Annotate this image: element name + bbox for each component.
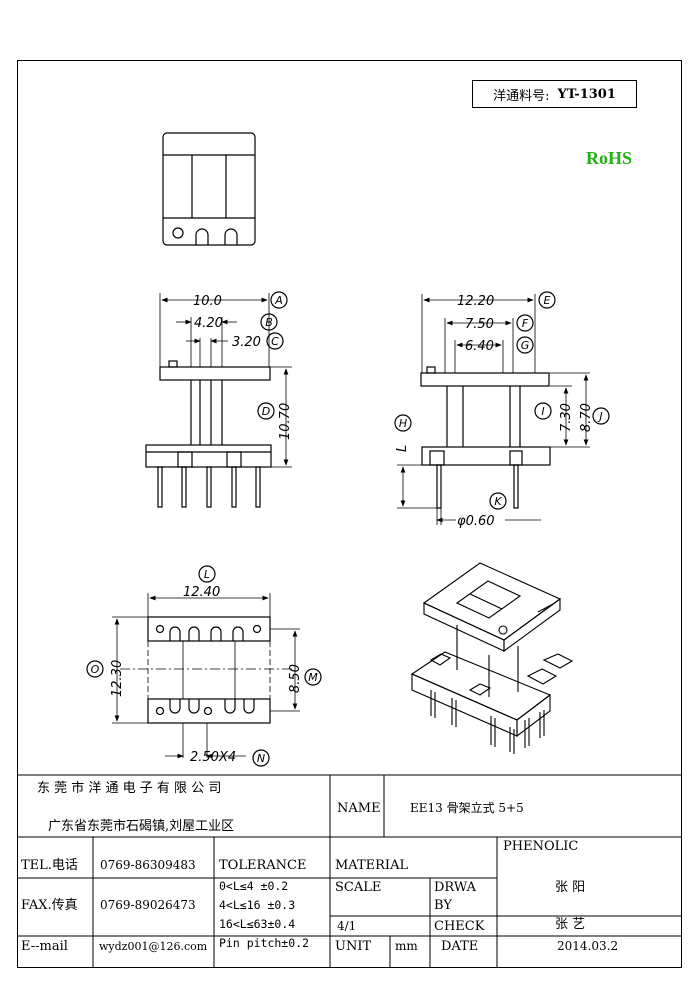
- company-name: 东 莞 市 洋 通 电 子 有 限 公 司: [37, 781, 222, 796]
- part-number-box: 洋通料号: YT-1301: [472, 80, 637, 108]
- side-view: [397, 294, 590, 525]
- callout-d: [257, 402, 275, 420]
- material-label: MATERIAL: [335, 858, 409, 873]
- dim-j: 8.70: [579, 403, 594, 432]
- part-number-label: 洋通料号:: [493, 88, 550, 104]
- callout-j: [592, 407, 610, 425]
- check-label: CHECK: [434, 919, 485, 934]
- callout-a: [270, 291, 288, 309]
- dim-e: 12.20: [457, 294, 494, 309]
- rohs-mark: RoHS: [586, 148, 633, 168]
- dim-o: 12.30: [110, 660, 125, 697]
- unit-label: UNIT: [335, 939, 372, 954]
- tolerance-row-1: 0<L≤4 ±0.2: [219, 879, 289, 893]
- callout-j-letter: J: [597, 410, 602, 423]
- callout-n: [252, 749, 270, 767]
- callout-b: [260, 313, 278, 331]
- date-label: DATE: [441, 939, 479, 954]
- material-value: PHENOLIC: [503, 839, 579, 854]
- callout-i: [534, 402, 552, 420]
- callout-n-letter: N: [257, 752, 265, 765]
- fax-value: 0769-89026473: [100, 898, 196, 912]
- drawing-frame: [17, 60, 682, 968]
- callout-k-letter: K: [494, 495, 502, 508]
- unit-value: mm: [395, 939, 418, 953]
- name-label: NAME: [337, 801, 381, 816]
- email-value: wydz001@126.com: [99, 940, 208, 953]
- top-view: [162, 132, 256, 246]
- callout-g-letter: G: [521, 339, 530, 352]
- dim-i: 7.30: [559, 403, 574, 432]
- callout-e: [538, 291, 556, 309]
- draw-by-label-2: BY: [434, 898, 452, 913]
- bottom-view: [112, 593, 300, 759]
- company-address: 广东省东莞市石碣镇,刘屋工业区: [48, 819, 235, 834]
- callout-d-letter: D: [262, 405, 270, 418]
- name-value: EE13 骨架立式 5+5: [410, 801, 524, 815]
- front-view: [145, 293, 292, 508]
- callout-m: [304, 668, 322, 686]
- tolerance-row-2: 4<L≤16 ±0.3: [219, 898, 296, 912]
- dim-a: 10.0: [193, 294, 222, 309]
- callout-g: [516, 336, 534, 354]
- callout-l-letter: L: [204, 568, 210, 581]
- callout-o: [86, 660, 104, 678]
- dim-k: φ0.60: [457, 514, 495, 529]
- dim-b: 4.20: [194, 316, 223, 331]
- tolerance-label: TOLERANCE: [219, 858, 307, 873]
- fax-label: FAX.传真: [21, 898, 78, 913]
- callout-c: [266, 332, 284, 350]
- callout-a-letter: A: [274, 294, 283, 307]
- date-value: 2014.03.2: [557, 939, 619, 953]
- scale-label: SCALE: [335, 880, 382, 895]
- tel-label: TEL.电话: [21, 858, 78, 873]
- callout-f: [516, 314, 534, 332]
- draw-by-label-1: DRWA: [434, 880, 477, 895]
- callout-c-letter: C: [271, 335, 279, 348]
- dim-d: 10.70: [278, 403, 293, 440]
- tolerance-row-4: Pin pitch±0.2: [219, 936, 310, 950]
- callout-e-letter: E: [544, 294, 551, 307]
- draw-by-value: 张 阳: [555, 880, 586, 895]
- email-label: E--mail: [21, 939, 68, 954]
- part-number-value: YT-1301: [557, 86, 616, 102]
- dim-l: 12.40: [183, 585, 220, 600]
- dim-f: 7.50: [465, 317, 494, 332]
- isometric-view: [410, 562, 574, 754]
- callout-k: [489, 492, 507, 510]
- callout-h-letter: H: [399, 417, 407, 430]
- dim-n: 2.50X4: [190, 750, 236, 765]
- scale-value: 4/1: [337, 919, 357, 933]
- check-value: 张 艺: [555, 917, 586, 932]
- callout-o-letter: O: [91, 663, 100, 676]
- callout-m-letter: M: [308, 671, 318, 684]
- title-block-grid: [17, 774, 682, 968]
- callout-b-letter: B: [265, 316, 273, 329]
- callout-l: [198, 565, 216, 583]
- callout-i-letter: I: [541, 405, 544, 418]
- dim-h: L: [395, 445, 410, 452]
- front-pins: [157, 466, 261, 508]
- dim-m: 8.50: [288, 664, 303, 693]
- dim-c: 3.20: [232, 335, 261, 350]
- dim-g: 6.40: [465, 339, 494, 354]
- callout-f-letter: F: [522, 317, 529, 330]
- callout-h: [394, 414, 412, 432]
- tolerance-row-3: 16<L≤63±0.4: [219, 917, 296, 931]
- tel-value: 0769-86309483: [100, 858, 196, 872]
